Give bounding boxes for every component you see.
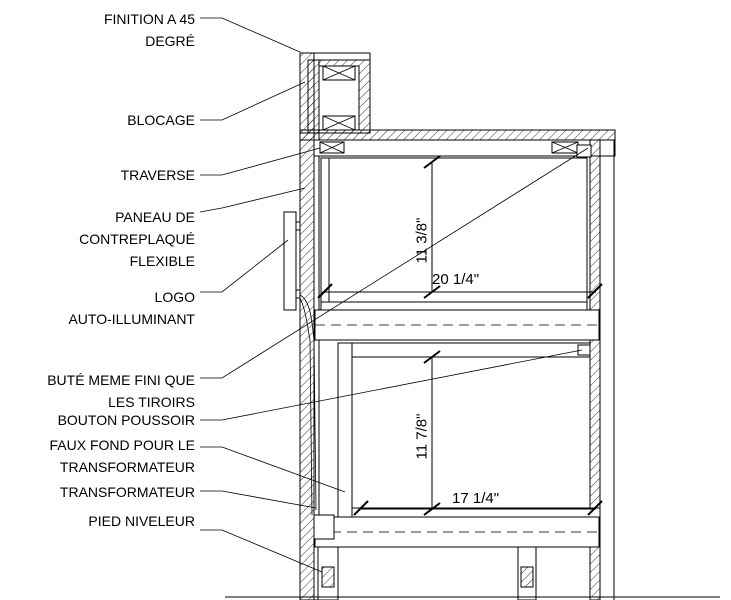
label-traverse-text: TRAVERSE xyxy=(120,167,195,183)
top-panel xyxy=(299,129,616,157)
dim-upper-height: 11 3/8" xyxy=(413,217,431,264)
label-logo-line1: LOGO xyxy=(154,289,195,305)
dimension-lines xyxy=(317,155,603,516)
transformer-box xyxy=(313,514,335,540)
label-finition-line2: DEGRÉ xyxy=(145,33,195,49)
label-bouton-text: BOUTON POUSSOIR xyxy=(57,412,195,428)
label-paneau-line1: PANEAU DE xyxy=(115,209,195,225)
label-logo: LOGO AUTO-ILLUMINANT xyxy=(68,286,195,330)
label-bute: BUTÉ MEME FINI QUE LES TIROIRS xyxy=(47,369,195,413)
label-paneau: PANEAU DE CONTREPLAQUÉ FLEXIBLE xyxy=(79,206,195,272)
dim-lower-height: 11 7/8" xyxy=(413,413,431,460)
label-pied-text: PIED NIVELEUR xyxy=(88,513,195,529)
label-bute-line1: BUTÉ MEME FINI QUE xyxy=(47,372,195,388)
upper-drawer xyxy=(314,144,600,341)
label-faux-fond: FAUX FOND POUR LE TRANSFORMATEUR xyxy=(50,434,195,478)
label-faux-line1: FAUX FOND POUR LE xyxy=(49,437,195,453)
label-transformateur-text: TRANSFORMATEUR xyxy=(59,484,195,500)
label-blocage-text: BLOCAGE xyxy=(127,112,195,128)
leveling-feet xyxy=(317,546,537,600)
leader-lines xyxy=(199,17,589,573)
dim-lower-width: 17 1/4" xyxy=(452,490,500,507)
label-blocage: BLOCAGE xyxy=(127,109,195,131)
label-bute-line2: LES TIROIRS xyxy=(108,394,195,410)
logo-panel xyxy=(283,211,317,516)
label-bouton: BOUTON POUSSOIR xyxy=(58,409,195,431)
label-finition: FINITION A 45 DEGRÉ xyxy=(104,8,195,52)
label-traverse: TRAVERSE xyxy=(121,164,195,186)
label-paneau-line3: FLEXIBLE xyxy=(129,253,195,269)
dim-upper-width: 20 1/4" xyxy=(432,271,480,288)
label-paneau-line2: CONTREPLAQUÉ xyxy=(79,231,195,247)
label-faux-line2: TRANSFORMATEUR xyxy=(59,459,195,475)
label-finition-line1: FINITION A 45 xyxy=(103,11,195,27)
lower-drawer xyxy=(314,342,601,548)
label-pied: PIED NIVELEUR xyxy=(88,510,195,532)
label-logo-line2: AUTO-ILLUMINANT xyxy=(68,311,195,327)
top-block-assembly xyxy=(299,52,371,134)
label-transformateur: TRANSFORMATEUR xyxy=(60,481,195,503)
